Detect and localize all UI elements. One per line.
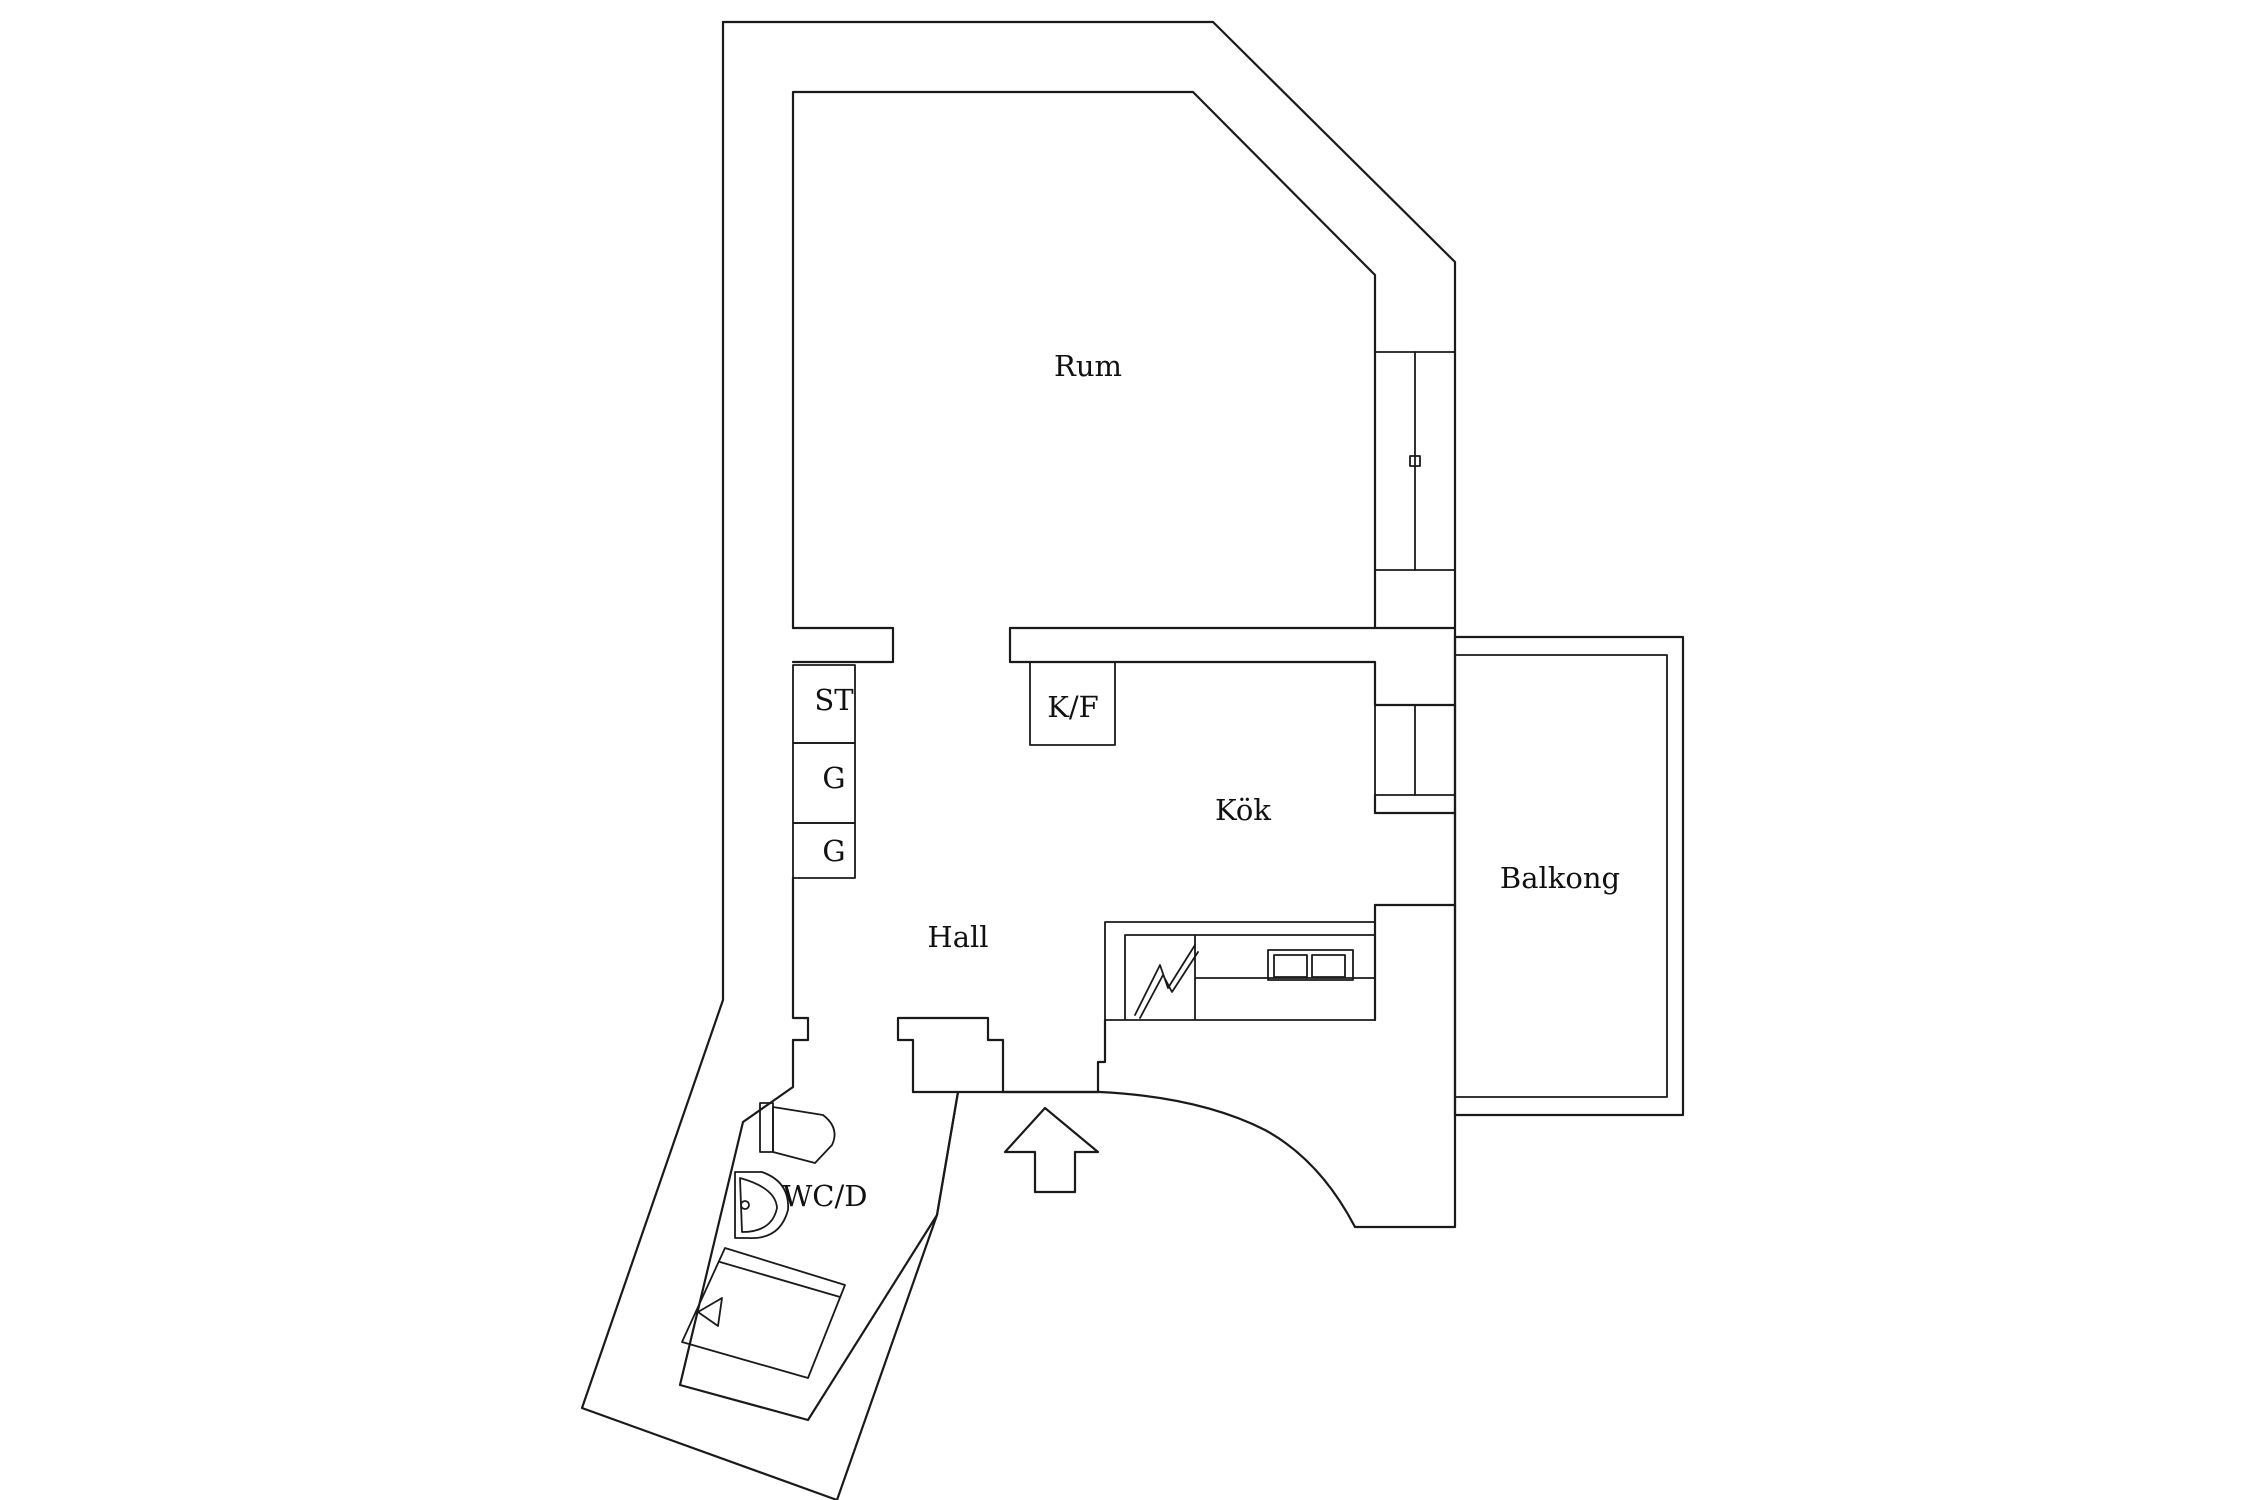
room-label-kok: Kök [1215,793,1271,827]
room-label-hall: Hall [927,920,988,954]
fixture-label-g2: G [822,834,845,868]
closet-g2 [792,822,856,879]
fixture-label-kf: K/F [1047,690,1099,724]
room-label-rum: Rum [1054,349,1122,383]
bathroom-wall [678,1038,960,1422]
fridge-box [1029,661,1116,746]
stove-icon [1134,944,1199,1019]
kitchen-counter [1104,921,1376,1021]
entrance-arrow-icon [1003,1106,1100,1194]
washbasin-icon [734,1171,789,1239]
toilet-icon [759,1102,836,1164]
room-label-balkong: Balkong [1500,861,1620,895]
shower-icon [681,1247,846,1379]
partition-wall-left [791,626,895,664]
outer-wall-left [580,20,839,1500]
fixture-label-g1: G [822,761,845,795]
balcony-inner [1454,654,1668,1098]
fixture-label-st: ST [814,683,854,717]
partition-wall-right [1008,626,1377,664]
sink-icon [1267,949,1354,981]
rum-inner-wall [791,90,1377,630]
room-label-wcd: WC/D [782,1179,867,1213]
outer-wall [721,20,1457,1500]
